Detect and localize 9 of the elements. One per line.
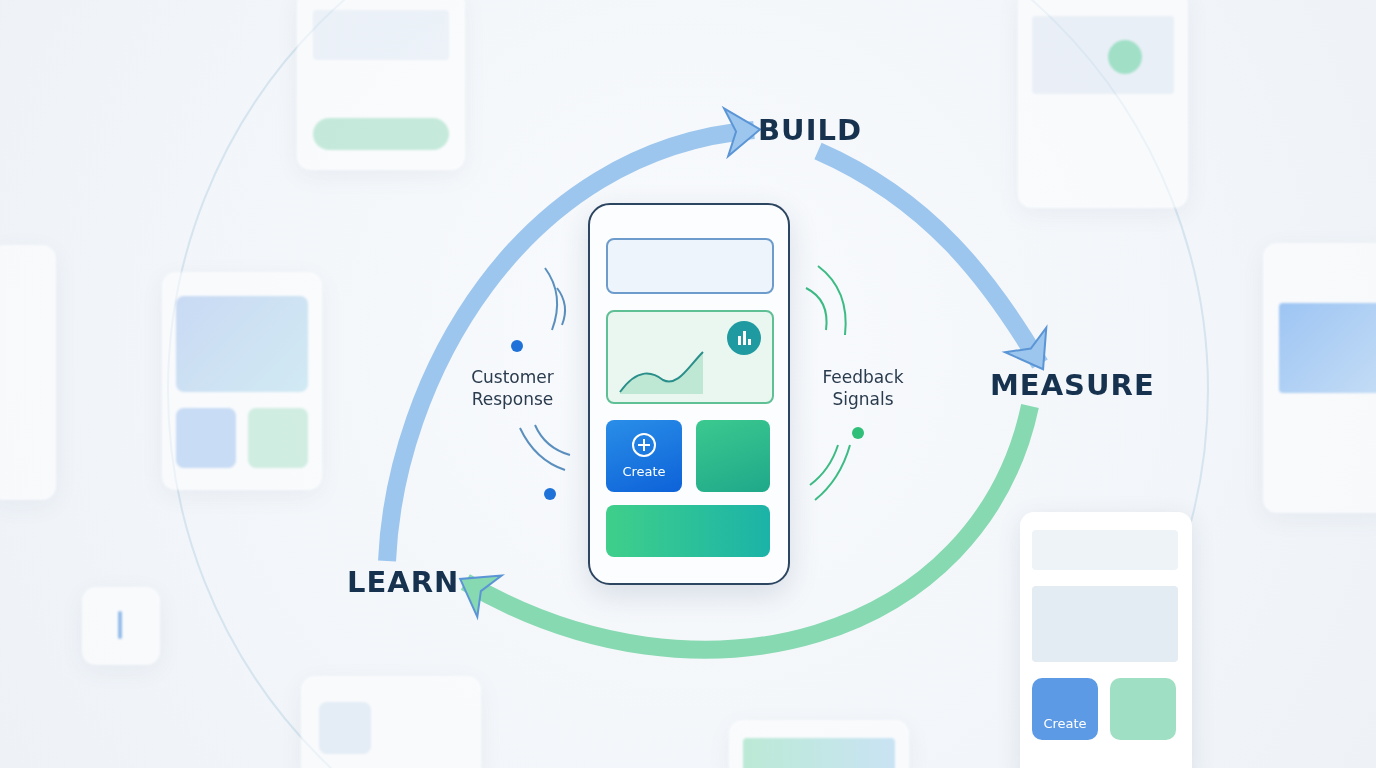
stage-label: MEASURE bbox=[990, 368, 1155, 402]
cycle-arrow bbox=[814, 142, 1048, 371]
tile-label: Create bbox=[1042, 716, 1088, 731]
stage-label: LEARN bbox=[347, 565, 460, 599]
caption-text: Feedback Signals bbox=[821, 366, 905, 410]
stage-label: BUILD bbox=[758, 113, 862, 147]
create-button: Create bbox=[606, 420, 682, 492]
cycle-arrow bbox=[459, 403, 1039, 659]
caption-text: Customer Response bbox=[470, 366, 555, 410]
